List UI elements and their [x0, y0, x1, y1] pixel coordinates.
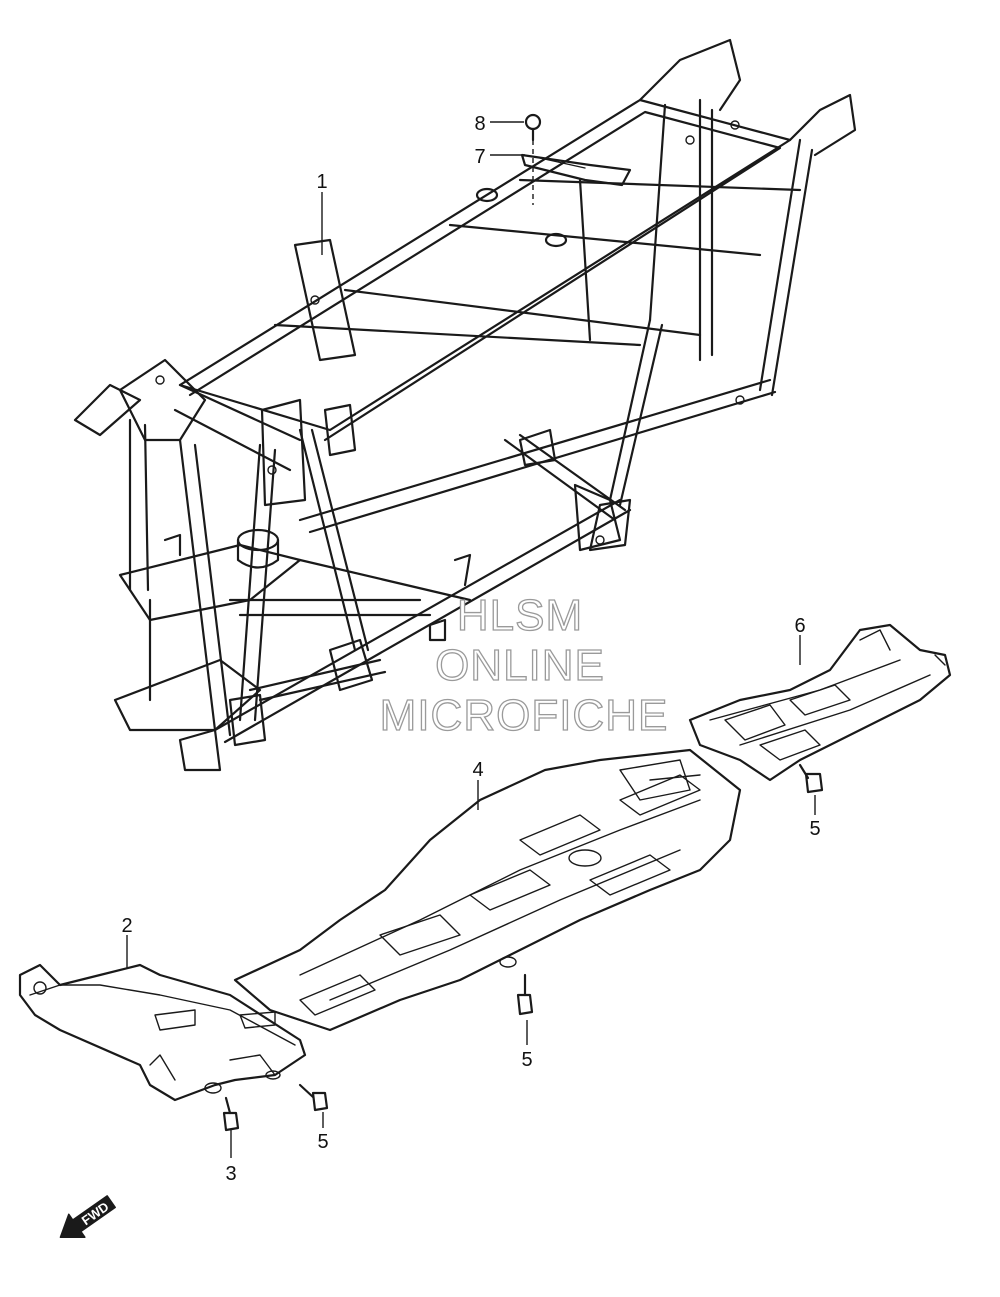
rear-skid-plate: [688, 623, 952, 782]
bolt-8: [524, 113, 542, 142]
watermark-line-2: ONLINE: [435, 641, 605, 690]
callout-5-rear: 5: [809, 818, 820, 840]
callout-1: 1: [316, 171, 327, 193]
callout-labels: 1 2 3 4 5 5 5 6 7 8: [121, 113, 820, 1185]
watermark-line-1: HLSM: [457, 591, 583, 640]
callout-5-front: 5: [317, 1131, 328, 1153]
callout-8: 8: [474, 113, 485, 135]
forward-arrow-icon: FWD: [59, 1195, 116, 1238]
callout-3: 3: [225, 1163, 236, 1185]
callout-5-center: 5: [521, 1049, 532, 1071]
frame-assembly: [73, 38, 857, 772]
bolt-5-front: [298, 1083, 329, 1112]
callout-7: 7: [474, 146, 485, 168]
leader-lines: [126, 121, 816, 1158]
bracket-7: [520, 153, 632, 187]
watermark-line-3: MICROFICHE: [380, 691, 669, 740]
callout-4: 4: [472, 759, 483, 781]
center-skid-plate: [233, 748, 742, 1032]
watermark: HLSM ONLINE MICROFICHE: [379, 590, 669, 740]
nut-3: [222, 1096, 240, 1132]
callout-2: 2: [121, 915, 132, 937]
callout-6: 6: [794, 615, 805, 637]
bolt-5-rear: [798, 763, 824, 794]
bolt-5-center: [516, 973, 534, 1016]
front-skid-plate: [18, 963, 307, 1102]
